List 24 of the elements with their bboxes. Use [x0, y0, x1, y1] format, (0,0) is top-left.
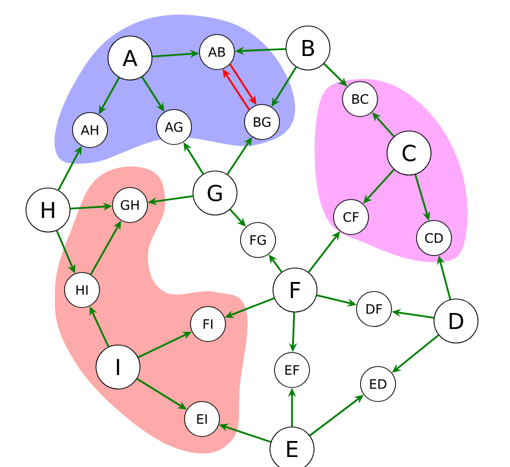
- graph-node: AG: [156, 109, 192, 145]
- graph-node: AH: [72, 112, 108, 148]
- graph-node: AB: [199, 34, 235, 70]
- graph-node: HI: [64, 272, 100, 308]
- graph-node: CF: [333, 199, 369, 235]
- graph-node: B: [286, 26, 330, 70]
- graph-node: DF: [356, 291, 392, 327]
- graph-node: G: [192, 170, 238, 216]
- graph-node: EI: [184, 401, 220, 437]
- graph-node: EF: [274, 352, 310, 388]
- graph-node: CD: [416, 220, 452, 256]
- graph-node: H: [26, 188, 70, 232]
- graph-node: ED: [360, 366, 396, 402]
- graph-node: BC: [342, 81, 378, 117]
- graph-node: C: [386, 130, 432, 176]
- graph-node: FG: [240, 222, 276, 258]
- graph-node: F: [272, 268, 318, 312]
- graph-node: FI: [190, 306, 226, 342]
- graph-node: I: [96, 344, 140, 390]
- graph-node: GH: [112, 187, 148, 223]
- graph-node: A: [108, 36, 152, 80]
- graph-node: BG: [244, 104, 280, 140]
- graph-node: E: [270, 426, 314, 467]
- graph-node: D: [434, 298, 478, 344]
